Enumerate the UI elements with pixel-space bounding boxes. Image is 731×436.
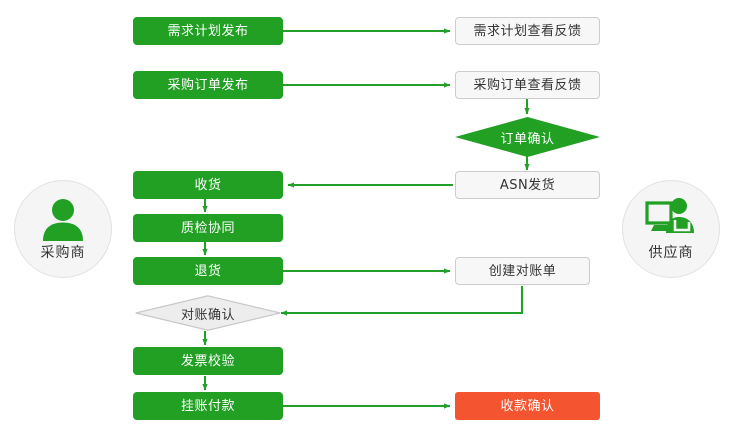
node-reconciliation-confirm[interactable]: 对账确认 bbox=[135, 295, 281, 331]
node-receive-goods[interactable]: 收货 bbox=[133, 171, 283, 199]
actor-supplier-label: 供应商 bbox=[648, 244, 694, 261]
node-demand-plan-view-feedback[interactable]: 需求计划查看反馈 bbox=[455, 17, 600, 45]
actor-buyer-label: 采购商 bbox=[40, 244, 86, 261]
actor-supplier[interactable]: 供应商 bbox=[622, 180, 720, 278]
node-create-reconciliation[interactable]: 创建对账单 bbox=[455, 257, 590, 285]
edge-n10-n11 bbox=[280, 286, 524, 316]
node-invoice-verification[interactable]: 发票校验 bbox=[133, 347, 283, 375]
diamond-shape bbox=[455, 117, 600, 157]
node-purchase-order-view-feedback[interactable]: 采购订单查看反馈 bbox=[455, 71, 600, 99]
node-quality-inspection[interactable]: 质检协同 bbox=[133, 214, 283, 242]
node-return-goods[interactable]: 退货 bbox=[133, 257, 283, 285]
node-purchase-order-publish[interactable]: 采购订单发布 bbox=[133, 71, 283, 99]
node-order-confirm[interactable]: 订单确认 bbox=[455, 117, 600, 157]
person-icon bbox=[43, 198, 83, 241]
node-order-confirm-label: 订单确认 bbox=[500, 131, 555, 147]
node-reconciliation-confirm-label: 对账确认 bbox=[180, 307, 235, 323]
actor-buyer[interactable]: 采购商 bbox=[14, 180, 112, 278]
diamond-shape bbox=[135, 295, 281, 331]
node-pending-payment[interactable]: 挂账付款 bbox=[133, 392, 283, 420]
person-computer-icon bbox=[645, 197, 694, 233]
node-asn-shipment[interactable]: ASN发货 bbox=[455, 171, 600, 199]
node-payment-receipt-confirm[interactable]: 收款确认 bbox=[455, 392, 600, 420]
node-demand-plan-publish[interactable]: 需求计划发布 bbox=[133, 17, 283, 45]
